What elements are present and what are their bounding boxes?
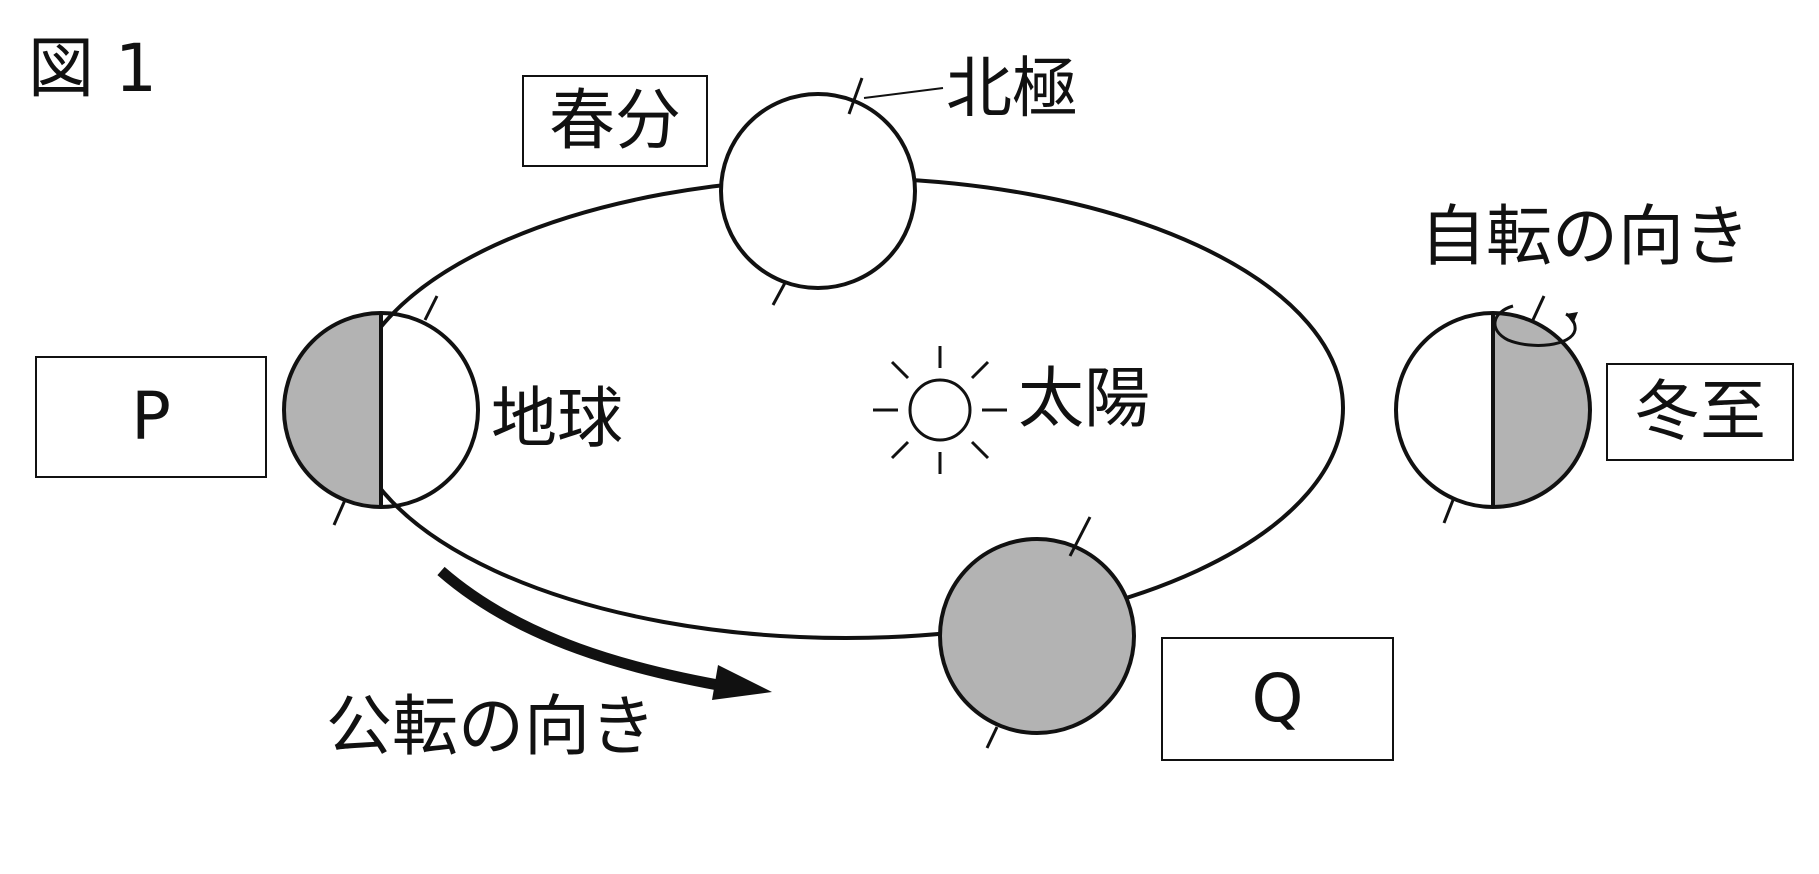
revolution-direction-label: 公転の向き xyxy=(326,688,656,765)
axis-tick-south xyxy=(771,280,788,306)
figure-label: 図 1 xyxy=(28,30,157,107)
north-pole-pointer xyxy=(863,87,944,99)
rotation-direction-label: 自転の向き xyxy=(1420,198,1750,275)
revolution-arrow-icon xyxy=(437,566,772,700)
axis-tick-north xyxy=(1068,516,1092,557)
earth-position-p xyxy=(282,295,480,526)
winter-solstice-label: 冬至 xyxy=(1606,363,1794,461)
sun-label: 太陽 xyxy=(1018,360,1150,437)
position-p-box: P xyxy=(35,356,267,478)
earth-position-q xyxy=(938,516,1136,749)
earth-winter-solstice xyxy=(1394,295,1592,524)
spring-equinox-label: 春分 xyxy=(522,75,708,167)
axis-tick-north xyxy=(847,77,864,115)
axis-tick-north xyxy=(423,295,439,321)
axis-tick-north xyxy=(1530,295,1546,323)
sun-icon xyxy=(873,346,1007,474)
earth-label: 地球 xyxy=(491,380,623,457)
north-pole-label: 北極 xyxy=(946,50,1078,127)
position-q-box: Q xyxy=(1161,637,1394,761)
axis-tick-south xyxy=(1442,499,1455,524)
axis-tick-south xyxy=(332,499,347,526)
earth-spring-equinox xyxy=(719,77,944,306)
axis-tick-south xyxy=(985,726,999,749)
